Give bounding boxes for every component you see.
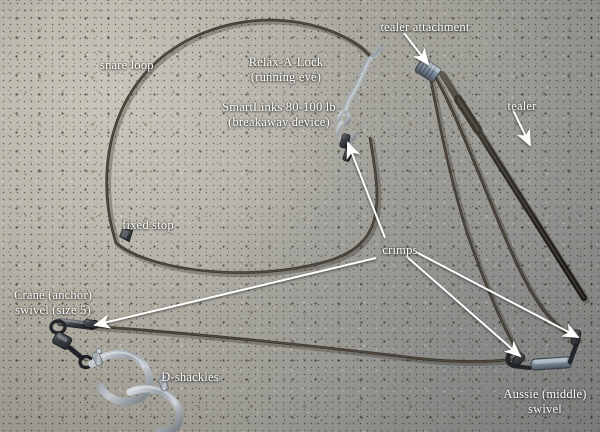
arrow-crimps-mid [405,255,522,358]
label-aussie-swivel: Aussie (middle) swivel [503,387,586,417]
label-tealer-attachment: tealer attachment [380,20,469,35]
label-crane-swivel: Crane (anchor) swivel (size 5) [14,288,92,318]
fixed-stop-ferrule [119,228,134,243]
label-crane-swivel-line-0: Crane (anchor) [13,288,93,302]
label-fixed-stop: fixed stop [122,218,174,233]
label-tealer-attachment-line-0: tealer attachment [380,20,470,34]
arrow-tealer [512,109,531,147]
d-shackle-lower [126,374,184,432]
label-fixed-stop-line-0: fixed stop [122,218,174,232]
label-aussie-swivel-line-0: Aussie (middle) [503,387,587,401]
label-crimps: crimps [382,243,417,258]
tealer-rod [438,70,590,304]
label-d-shackles-line-0: D-shackles [161,370,219,384]
label-tealer-line-0: tealer [507,99,537,113]
label-relax-a-lock: Relax-A-Lock (running eye) [249,55,324,85]
aussie-swivel-body [505,329,582,371]
arrow-crimps-up [346,141,386,239]
arrow-crimps-left [93,257,377,329]
label-smartlinks-line-1: (breakaway device) [228,115,330,129]
label-crane-swivel-line-1: swivel (size 5) [15,303,91,317]
label-aussie-swivel-line-1: swivel [528,402,562,416]
snare-cables [88,18,580,363]
label-relax-a-lock-line-1: (running eye) [250,70,322,84]
arrow-crimps-right [415,251,580,338]
label-snare-loop: snare loop [100,58,154,73]
label-snare-loop-line-0: snare loop [100,58,154,72]
label-smartlinks: SmartLinks 80-100 lb (breakaway device) [222,100,336,130]
label-smartlinks-line-0: SmartLinks 80-100 lb [222,100,336,114]
label-d-shackles: D-shackles [161,370,219,385]
label-tealer: tealer [508,99,537,114]
label-crimps-line-0: crimps [382,243,418,257]
label-relax-a-lock-line-0: Relax-A-Lock [248,55,324,69]
arrow-tealer-attachment [403,32,430,66]
relax-a-lock-lock [337,46,384,126]
